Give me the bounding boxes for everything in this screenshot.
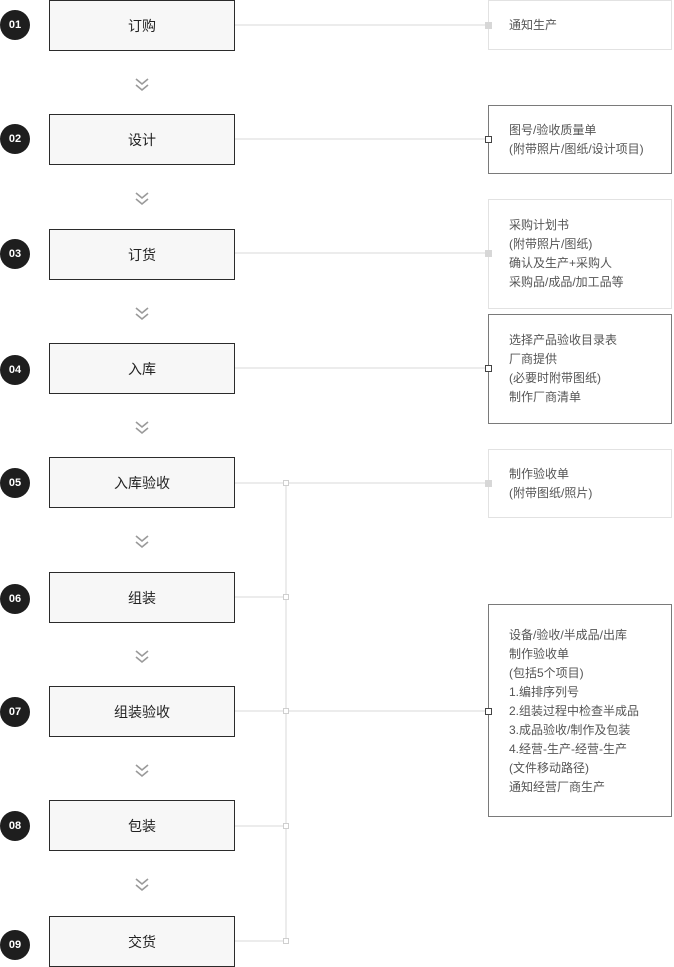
- bus-node-07: [283, 708, 289, 714]
- step-box-purchase: 订货: [49, 229, 235, 280]
- step-number-badge: 02: [0, 124, 30, 154]
- double-chevron-down-icon: [135, 764, 149, 778]
- step-box-packaging: 包装: [49, 800, 235, 851]
- note-line: 采购计划书: [509, 218, 570, 232]
- note-line: 通知经营厂商生产: [509, 780, 606, 794]
- note-box-drawing-quality: 图号/验收质量单 (附带照片/图纸/设计项目): [488, 105, 672, 174]
- step-number-badge: 08: [0, 811, 30, 841]
- bus-node-05: [283, 480, 289, 486]
- note-line: 厂商提供: [509, 352, 558, 366]
- note-line: (附带图纸/照片): [509, 485, 593, 500]
- note-line: (必要时附带图纸): [509, 371, 601, 385]
- double-chevron-down-icon: [135, 535, 149, 549]
- note-connector-cap: [485, 22, 492, 29]
- note-line: 设备/验收/半成品/出库: [509, 628, 628, 642]
- note-connector-cap: [485, 480, 492, 487]
- bus-node-08: [283, 823, 289, 829]
- note-line: (附带照片/图纸/设计项目): [509, 141, 644, 156]
- step-number-badge: 03: [0, 239, 30, 269]
- step-box-assembly: 组装: [49, 572, 235, 623]
- double-chevron-down-icon: [135, 78, 149, 92]
- note-line: 3.成品验收/制作及包装: [509, 723, 631, 737]
- double-chevron-down-icon: [135, 421, 149, 435]
- note-line: (文件移动路径): [509, 761, 589, 775]
- note-line: 制作验收单: [509, 466, 570, 481]
- note-line: 通知生产: [509, 17, 558, 32]
- step-box-stock-in: 入库: [49, 343, 235, 394]
- note-box-assembly-details: 设备/验收/半成品/出库 制作验收单 (包括5个项目) 1.编排序列号 2.组装…: [488, 604, 672, 817]
- note-line: 图号/验收质量单: [509, 122, 597, 137]
- double-chevron-down-icon: [135, 878, 149, 892]
- note-line: 2.组装过程中检查半成品: [509, 704, 640, 718]
- step-number-badge: 07: [0, 697, 30, 727]
- step-number-badge: 04: [0, 355, 30, 385]
- note-line: (包括5个项目): [509, 666, 584, 680]
- note-box-notify-production: 通知生产: [488, 0, 672, 50]
- double-chevron-down-icon: [135, 307, 149, 321]
- note-box-inspection-sheet: 制作验收单 (附带图纸/照片): [488, 449, 672, 518]
- note-connector-cap: [485, 136, 492, 143]
- note-line: 1.编排序列号: [509, 685, 580, 699]
- note-connector-cap: [485, 365, 492, 372]
- note-line: 制作厂商清单: [509, 390, 582, 404]
- step-box-stock-inspection: 入库验收: [49, 457, 235, 508]
- step-box-assembly-inspection: 组装验收: [49, 686, 235, 737]
- note-box-purchase-plan: 采购计划书 (附带照片/图纸) 确认及生产+采购人 采购品/成品/加工品等: [488, 199, 672, 309]
- step-box-delivery: 交货: [49, 916, 235, 967]
- step-number-badge: 09: [0, 930, 30, 960]
- bus-node-09: [283, 938, 289, 944]
- bus-node-06: [283, 594, 289, 600]
- note-line: 确认及生产+采购人: [509, 256, 613, 270]
- double-chevron-down-icon: [135, 650, 149, 664]
- note-line: 制作验收单: [509, 647, 570, 661]
- step-number-badge: 05: [0, 468, 30, 498]
- note-line: (附带照片/图纸): [509, 237, 593, 251]
- step-number-badge: 06: [0, 584, 30, 614]
- double-chevron-down-icon: [135, 192, 149, 206]
- note-connector-cap: [485, 708, 492, 715]
- note-line: 4.经营-生产-经营-生产: [509, 742, 627, 756]
- note-connector-cap: [485, 250, 492, 257]
- step-number-badge: 01: [0, 10, 30, 40]
- note-line: 选择产品验收目录表: [509, 333, 618, 347]
- step-box-design: 设计: [49, 114, 235, 165]
- note-box-inspection-catalog: 选择产品验收目录表 厂商提供 (必要时附带图纸) 制作厂商清单: [488, 314, 672, 424]
- step-box-order: 订购: [49, 0, 235, 51]
- note-line: 采购品/成品/加工品等: [509, 275, 624, 289]
